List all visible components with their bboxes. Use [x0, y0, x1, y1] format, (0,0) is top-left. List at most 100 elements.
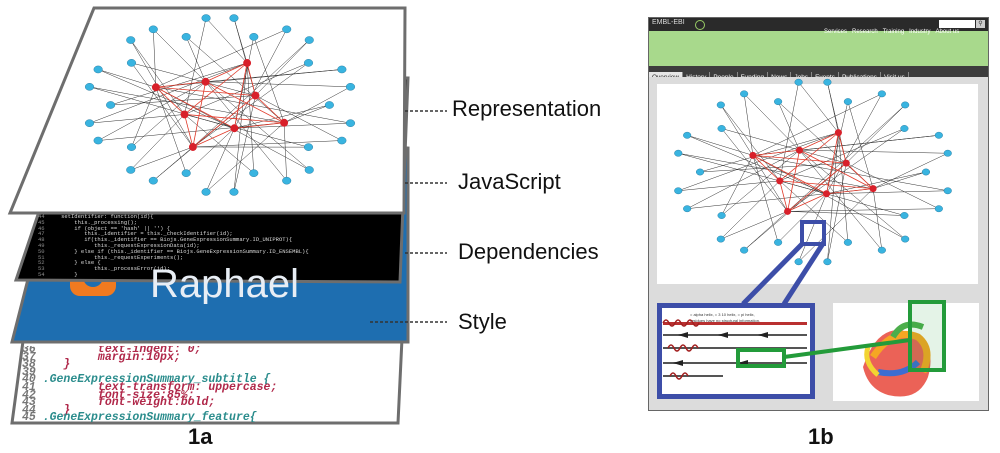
tab-jobs[interactable]: Jobs — [791, 72, 813, 77]
network-node-ywhab — [93, 65, 103, 74]
network-node-vhl — [774, 98, 783, 106]
label-representation: Representation — [452, 96, 602, 121]
search-input[interactable] — [939, 20, 975, 28]
network-edge — [233, 18, 248, 64]
network-edge — [255, 39, 310, 96]
label-javascript: JavaScript — [458, 169, 561, 194]
network-node-myc — [717, 212, 726, 219]
search-button[interactable]: ⚲ — [976, 20, 985, 28]
network-edge — [678, 180, 780, 192]
network-node-vhl — [181, 33, 191, 41]
tab-visit-us[interactable]: Visit us — [881, 72, 909, 77]
line-number: 45 — [22, 411, 43, 422]
network-node-pcna — [282, 25, 292, 34]
network-edge-highlighted — [234, 122, 285, 129]
structure-highlight-box — [908, 300, 946, 372]
network-edge-highlighted — [184, 62, 248, 115]
tab-news[interactable]: News — [768, 72, 792, 77]
network-edge — [720, 104, 780, 181]
tab-history[interactable]: History — [683, 72, 711, 77]
top-link[interactable]: About us — [935, 29, 960, 35]
network-edge — [687, 135, 753, 156]
network-node-stat3 — [877, 246, 886, 254]
top-link[interactable]: Training — [882, 29, 905, 35]
network-edge-highlighted — [752, 149, 800, 156]
layer-stack-diagram — [7, 6, 447, 425]
line-number: 50 — [38, 247, 48, 255]
network-node-cdk5 — [249, 169, 259, 177]
sequence-legend: = alpha helix, = 3 10 helix, = pi helix, — [690, 312, 755, 317]
tab-publications[interactable]: Publications — [839, 72, 882, 77]
network-edge — [283, 122, 287, 181]
tab-funding[interactable]: Funding — [738, 72, 769, 77]
network-edge — [131, 62, 256, 96]
network-highlight-box — [800, 220, 826, 246]
network-hub-hub8 — [251, 91, 260, 100]
site-logo[interactable]: EMBL-EBI — [652, 19, 685, 26]
network-hub-hub1 — [280, 118, 289, 127]
network-node-rbbp4 — [716, 101, 725, 109]
line-number: 48 — [38, 236, 48, 244]
network-node-csnk2a1 — [823, 78, 832, 86]
network-graph-b — [674, 78, 952, 266]
network-edge-highlighted — [246, 62, 256, 96]
js-line: 48 if(this._identifier == Biojs.GeneExpr… — [38, 237, 398, 243]
network-node-esr1 — [900, 125, 909, 132]
network-edge — [184, 114, 254, 174]
network-edge — [873, 171, 927, 189]
network-edge — [787, 128, 905, 212]
network-node-zfp148 — [324, 101, 334, 109]
search-icon: ⚲ — [978, 21, 983, 27]
network-edge — [192, 140, 342, 148]
tab-overview[interactable]: Overview — [649, 72, 684, 77]
line-number: 49 — [38, 241, 48, 249]
code-text: .GeneExpressionSummary_feature{ — [42, 411, 257, 422]
network-edge-highlighted — [752, 155, 781, 182]
code-text: if(this._identifier == Biojs.GeneExpress… — [47, 236, 293, 244]
line-number: 45 — [38, 218, 48, 226]
code-text: } else { — [47, 259, 101, 267]
top-link[interactable]: Research — [852, 29, 878, 35]
network-edge — [153, 29, 157, 88]
css-line: 41 text-transform: uppercase; — [22, 382, 392, 394]
css-line: 39 — [22, 367, 392, 379]
network-edge — [827, 82, 839, 133]
network-node-ppara — [943, 149, 952, 157]
network-node-nr3c1 — [126, 59, 137, 67]
css-line: 45 .GeneExpressionSummary_feature{ — [22, 411, 392, 422]
network-edge — [827, 132, 839, 262]
network-edge — [798, 82, 839, 133]
line-number: 53 — [38, 265, 48, 273]
code-text: font-weight:bold; — [42, 396, 216, 410]
network-edge — [98, 81, 206, 141]
network-edge — [130, 146, 193, 171]
network-node-ar — [674, 187, 683, 195]
network-edge — [283, 86, 351, 123]
css-line: 38 } — [22, 359, 392, 371]
line-number: 52 — [38, 259, 48, 267]
network-edge — [700, 162, 847, 173]
network-node-ddx5 — [148, 176, 158, 185]
network-edge-highlighted — [233, 62, 248, 129]
js-line: 50 } else if (this._identifier == Biojs.… — [38, 247, 398, 255]
tab-people[interactable]: People — [710, 72, 738, 77]
code-text: if (object == 'hash' || '') { — [47, 224, 171, 232]
network-node-cdk1 — [304, 166, 314, 174]
label-style: Style — [458, 309, 507, 334]
tab-events[interactable]: Events — [812, 72, 839, 77]
network-hub-hub8 — [842, 159, 850, 167]
network-node-smad3 — [303, 143, 314, 151]
network-hub-hub7 — [834, 129, 842, 137]
top-link[interactable]: Industry — [909, 29, 931, 35]
css-line: 40 .GeneExpressionSummary_subtitle { — [22, 374, 392, 386]
network-node-ywhab — [683, 131, 692, 139]
network-edge-highlighted — [752, 154, 847, 164]
top-link[interactable]: Services — [824, 29, 848, 35]
network-edge-highlighted — [205, 62, 248, 83]
network-edge — [185, 36, 206, 82]
network-node-pax — [201, 188, 211, 196]
js-line: 44 setIdentifier: function(id){ — [38, 214, 398, 220]
network-edge — [846, 104, 906, 164]
network-hub-hub4 — [180, 110, 189, 119]
network-node-stat3 — [282, 176, 292, 185]
